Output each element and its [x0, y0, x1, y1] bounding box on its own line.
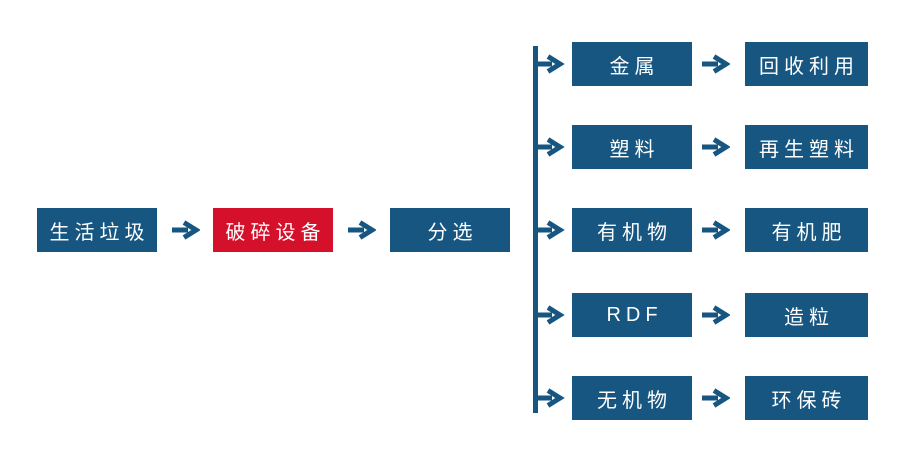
right-arrow-icon	[172, 220, 200, 240]
node-organic-matter: 有机物	[572, 208, 692, 252]
right-arrow-icon	[537, 54, 565, 74]
right-arrow-icon	[702, 388, 730, 408]
right-arrow-icon	[348, 220, 376, 240]
node-sorting: 分选	[390, 208, 510, 252]
right-arrow-icon	[537, 137, 565, 157]
node-rdf: RDF	[572, 293, 692, 337]
node-crushing-equipment: 破碎设备	[213, 208, 333, 252]
node-recycled-plastic: 再生塑料	[745, 125, 868, 169]
right-arrow-icon	[702, 137, 730, 157]
node-recycling: 回收利用	[745, 42, 868, 86]
node-household-waste: 生活垃圾	[37, 208, 157, 252]
right-arrow-icon	[537, 220, 565, 240]
right-arrow-icon	[702, 305, 730, 325]
right-arrow-icon	[537, 305, 565, 325]
node-granulation: 造粒	[745, 293, 868, 337]
right-arrow-icon	[702, 54, 730, 74]
right-arrow-icon	[537, 388, 565, 408]
node-eco-brick: 环保砖	[745, 376, 868, 420]
node-metal: 金属	[572, 42, 692, 86]
node-organic-fertilizer: 有机肥	[745, 208, 868, 252]
node-inorganic-matter: 无机物	[572, 376, 692, 420]
branch-connector-line	[533, 46, 538, 413]
right-arrow-icon	[702, 220, 730, 240]
node-plastic: 塑料	[572, 125, 692, 169]
